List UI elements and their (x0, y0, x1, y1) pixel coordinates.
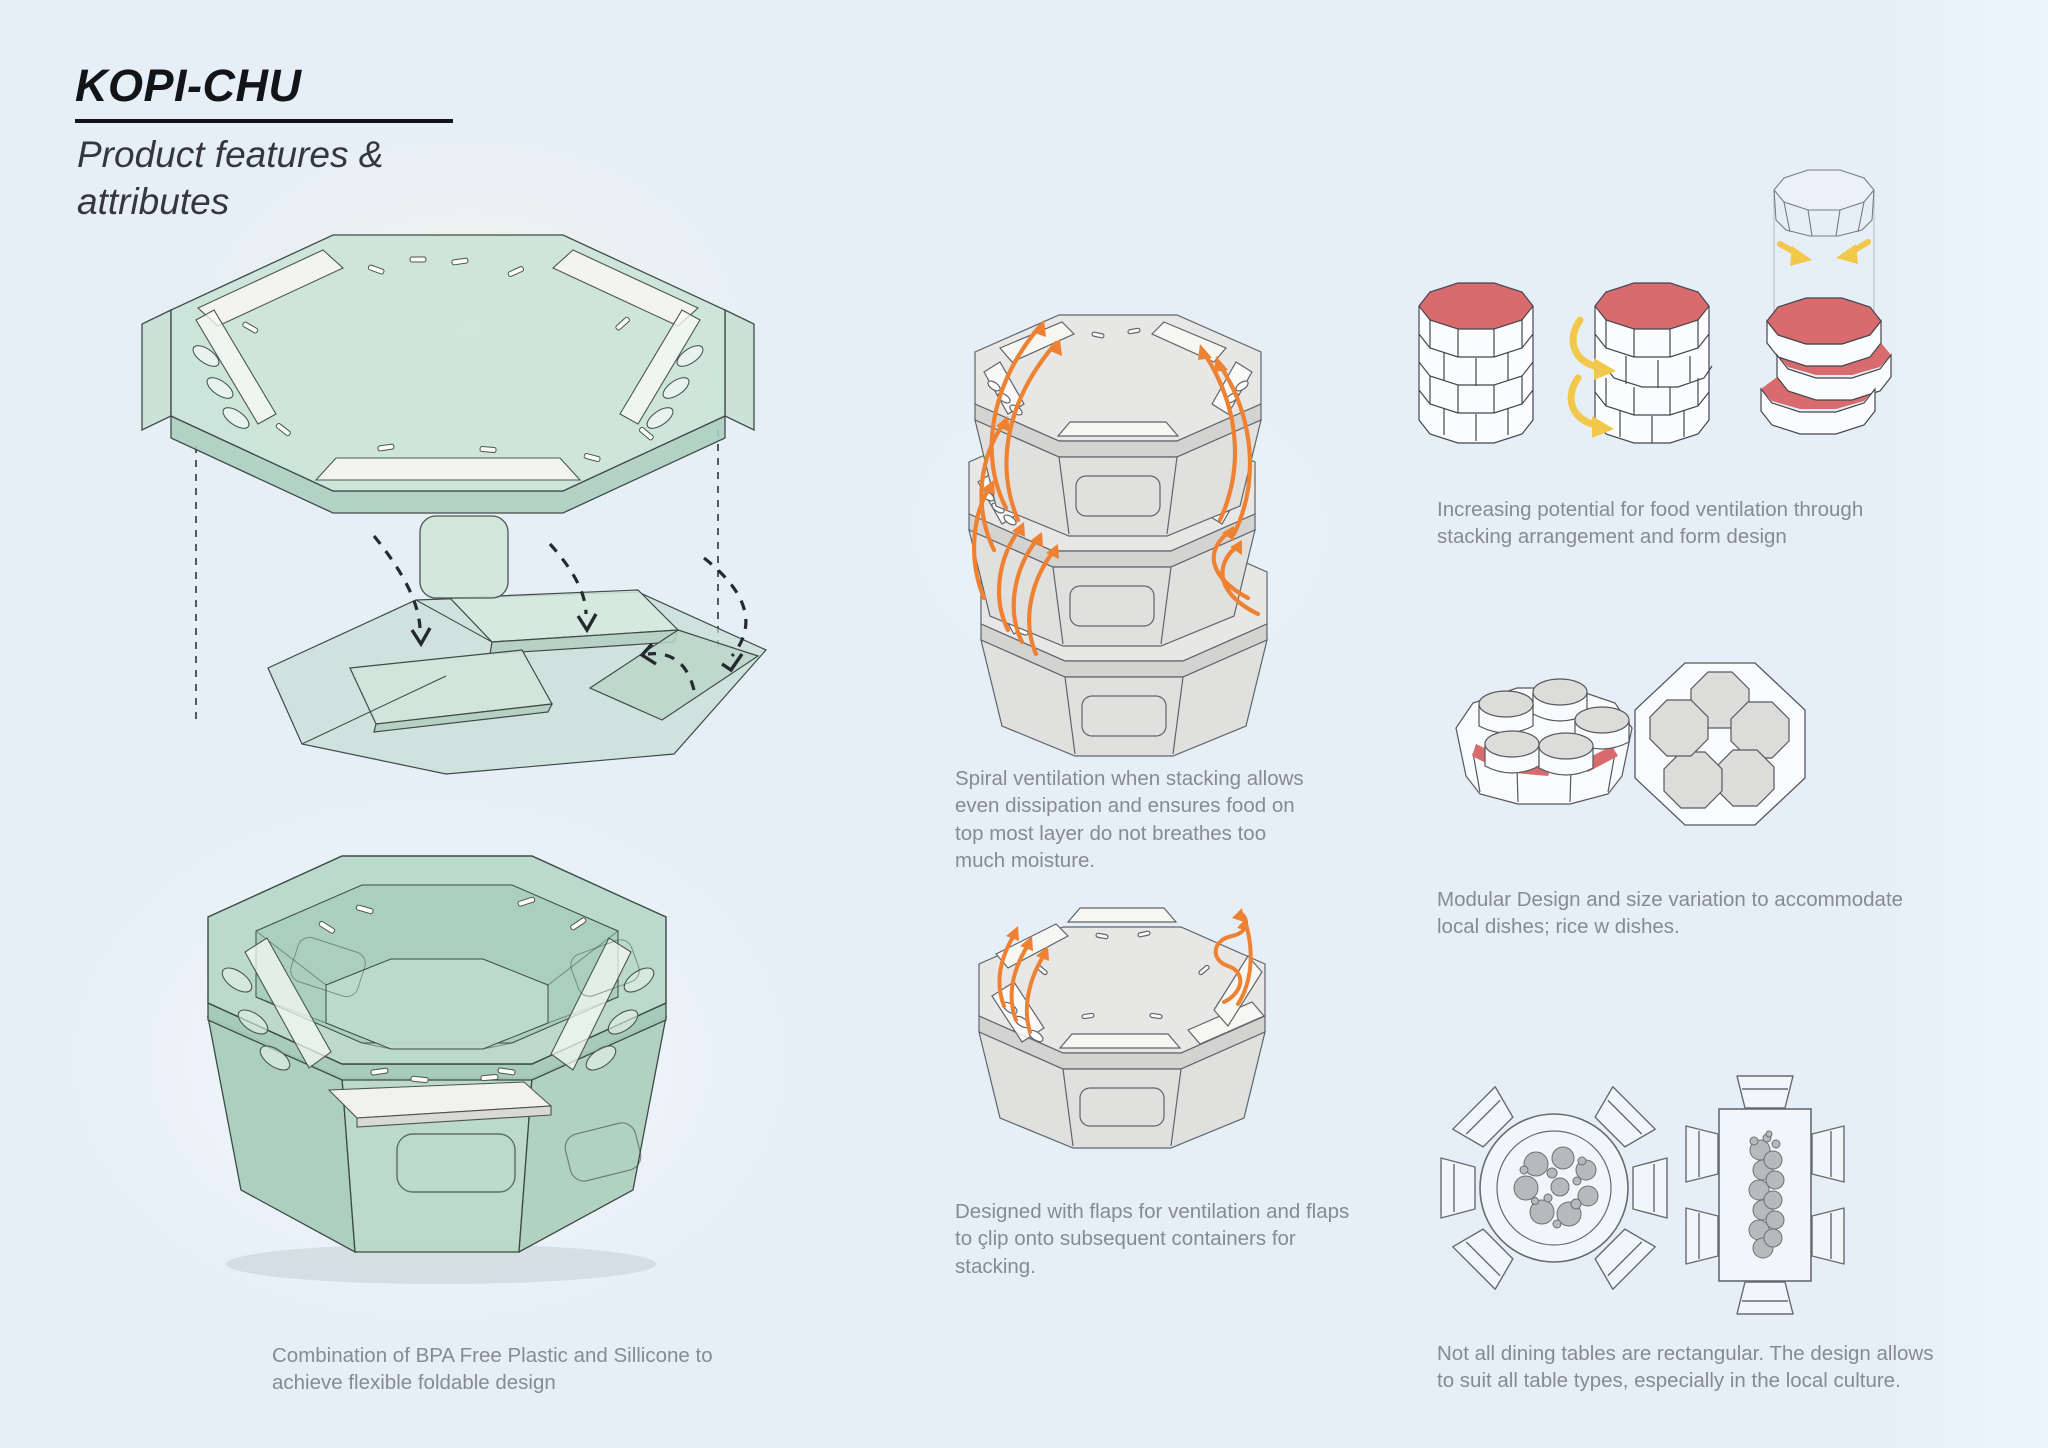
caption-foldable: Combination of BPA Free Plastic and Sill… (272, 1344, 713, 1395)
stacked-containers-illustration (968, 314, 1268, 757)
tabletop-slots (192, 345, 704, 429)
modular-top-cells (1649, 671, 1790, 809)
stack-aligned (1418, 282, 1534, 444)
container-shadow (226, 1244, 656, 1284)
modular-cylinders (1478, 678, 1630, 776)
folded-panels (267, 589, 767, 775)
page-subtitle: Product features & attributes (77, 134, 384, 223)
vent-airflow-arrowheads (1006, 908, 1249, 961)
container-body (207, 1001, 667, 1254)
figure-table-layouts (1436, 1046, 1881, 1321)
caption-tables: Not all dining tables are rectangular. T… (1437, 1342, 1934, 1393)
title-underline (75, 119, 453, 123)
container-unit-top (974, 314, 1262, 537)
caption-spiral-ventilation: Spiral ventilation when stacking allows … (955, 767, 1304, 872)
container-unit (978, 907, 1266, 1149)
round-table-dishes (1513, 1146, 1599, 1229)
modular-3d-view (1455, 678, 1633, 805)
green-container-illustration (207, 855, 667, 1284)
caption-flaps: Designed with flaps for ventilation and … (955, 1200, 1350, 1278)
round-table-chairs (1440, 1086, 1668, 1290)
octagonal-tabletop (141, 234, 755, 514)
stack-rotating (1567, 282, 1713, 444)
spiral-airflow-arrowheads (982, 320, 1242, 559)
modular-design-illustration (1455, 662, 1806, 826)
figure-green-container (175, 828, 705, 1298)
wireframe-container (1773, 169, 1875, 237)
page-title: KOPI-CHU (75, 60, 302, 111)
rim-flaps (244, 937, 632, 1128)
rect-table-dishes (1748, 1130, 1785, 1259)
round-table (1440, 1086, 1668, 1290)
figure-foldable-table (118, 198, 778, 778)
tabletop-pegs (242, 256, 654, 463)
rim-slots (221, 967, 655, 1071)
figure-stacked-containers (948, 298, 1293, 763)
caption-modular: Modular Design and size variation to acc… (1437, 888, 1904, 939)
figure-flap-container (952, 878, 1297, 1183)
spiral-airflow-arrows (972, 323, 1261, 657)
exploded-foldable-table-illustration (141, 234, 767, 775)
rim-pegs (318, 896, 587, 1084)
handle-cutouts (290, 936, 642, 1193)
rect-table-chairs (1685, 1075, 1845, 1315)
container-rim (207, 855, 667, 1065)
table-layouts-illustration (1440, 1075, 1845, 1315)
figure-stacking-diagrams (1412, 158, 1897, 473)
table-pedestal (419, 515, 509, 599)
title-block: KOPI-CHU Product features & attributes (75, 60, 453, 226)
flap-container-illustration (978, 907, 1266, 1149)
stacking-diagrams-illustration (1418, 169, 1892, 444)
fold-guide-lines (195, 430, 719, 726)
modular-top-view (1634, 662, 1806, 826)
figure-modular-design (1448, 648, 1828, 848)
caption-stacking: Increasing potential for food ventilatio… (1437, 498, 1864, 549)
stack-exploded (1760, 169, 1892, 435)
folding-arrows (372, 534, 748, 691)
tabletop-trays (195, 249, 701, 481)
rect-table (1685, 1075, 1845, 1315)
rotation-arrows (1567, 316, 1602, 429)
